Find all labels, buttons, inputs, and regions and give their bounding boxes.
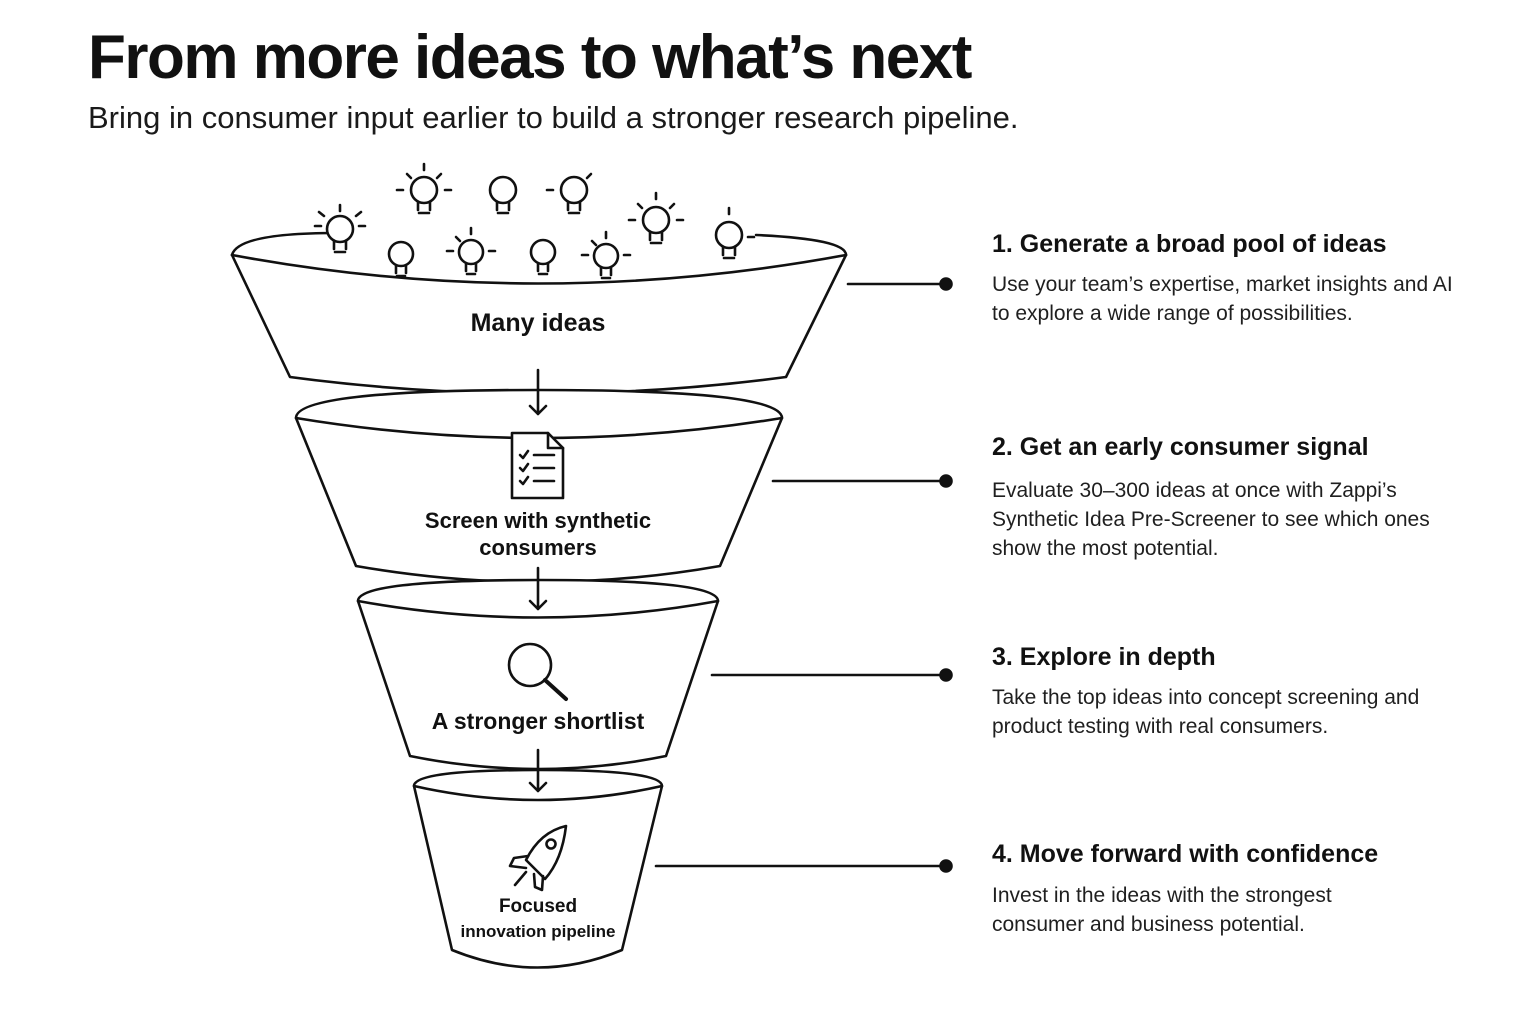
lightbulb-icon xyxy=(488,175,518,215)
step-3-title: 3. Explore in depth xyxy=(992,643,1216,671)
flow-arrow xyxy=(528,566,548,611)
lightbulb-icon xyxy=(529,238,557,276)
step-4-description: Invest in the ideas with the strongest c… xyxy=(992,884,1332,936)
magnifying-glass-icon xyxy=(507,642,568,701)
connector-step-3 xyxy=(710,668,953,682)
connector-step-4 xyxy=(654,859,953,873)
connector-step-1 xyxy=(846,277,953,291)
lightbulb-icon xyxy=(580,230,632,280)
page-subtitle: Bring in consumer input earlier to build… xyxy=(88,100,1019,135)
connector-step-2 xyxy=(771,474,953,488)
funnel-tier-shortlist xyxy=(356,578,720,771)
checklist-document-icon xyxy=(510,431,565,500)
flow-arrow xyxy=(528,368,548,416)
step-2-title: 2. Get an early consumer signal xyxy=(992,433,1369,461)
lightbulb-icon xyxy=(545,172,593,215)
page-title: From more ideas to what’s next xyxy=(88,23,972,92)
step-1-title: 1. Generate a broad pool of ideas xyxy=(992,230,1387,258)
lightbulb-icon xyxy=(387,240,415,278)
lightbulb-icon xyxy=(445,226,497,276)
stage-label-pipeline-line1: Focused xyxy=(498,896,578,917)
lightbulb-icon xyxy=(627,191,685,245)
funnel-tier-many-ideas xyxy=(230,231,848,395)
step-2-description: Evaluate 30–300 ideas at once with Zappi… xyxy=(992,479,1430,560)
step-4-title: 4. Move forward with confidence xyxy=(992,840,1379,868)
stage-label-shortlist: A stronger shortlist xyxy=(431,708,645,734)
step-1-description: Use your team’s expertise, market insigh… xyxy=(992,273,1453,325)
lightbulb-icons xyxy=(313,162,756,280)
flow-arrow xyxy=(528,748,548,793)
step-3-description: Take the top ideas into concept screenin… xyxy=(992,686,1420,738)
lightbulb-icon xyxy=(395,162,453,215)
lightbulb-icon xyxy=(714,206,756,260)
stage-label-pipeline-line2: innovation pipeline xyxy=(460,922,616,941)
rocket-icon xyxy=(508,824,568,892)
stage-label-many-ideas: Many ideas xyxy=(470,309,606,337)
stage-label-screen: Screen with synthetic consumers xyxy=(424,508,652,560)
lightbulb-icon xyxy=(313,203,367,254)
